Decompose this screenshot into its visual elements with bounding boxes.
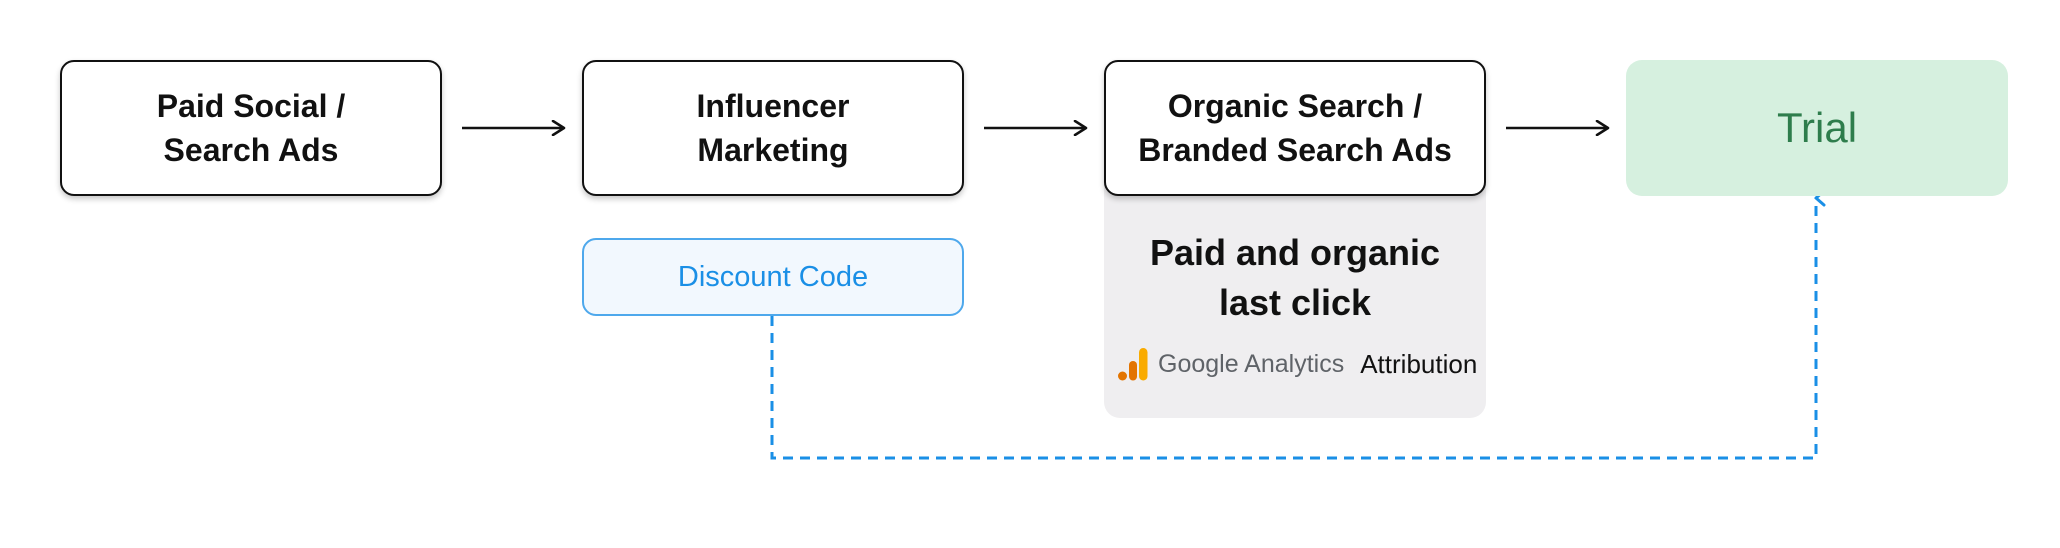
ga-product-name: Google Analytics — [1158, 349, 1345, 378]
trial-label: Trial — [1776, 104, 1858, 151]
step-label: Organic Search / Branded Search Ads — [1138, 88, 1452, 168]
google-analytics-attribution: Google Analytics Attribution — [1118, 344, 1477, 384]
discount-to-trial-dashed-arrow — [770, 189, 1826, 460]
discount-code-label: Discount Code — [677, 260, 869, 293]
step-organic-branded-search: Organic Search / Branded Search Ads — [1104, 60, 1486, 196]
google-analytics-logo-icon — [1118, 348, 1148, 381]
last-click-title: Paid and organic last click — [1149, 232, 1441, 323]
step-influencer-marketing: Influencer Marketing — [582, 60, 964, 196]
ga-attribution-label: Attribution — [1360, 348, 1478, 379]
discount-code-box: Discount Code — [582, 238, 964, 316]
step-paid-social-search-ads: Paid Social / Search Ads — [60, 60, 442, 196]
step-label: Influencer Marketing — [696, 88, 850, 168]
trial-outcome: Trial — [1626, 60, 2008, 196]
step-label: Paid Social / Search Ads — [156, 88, 346, 168]
